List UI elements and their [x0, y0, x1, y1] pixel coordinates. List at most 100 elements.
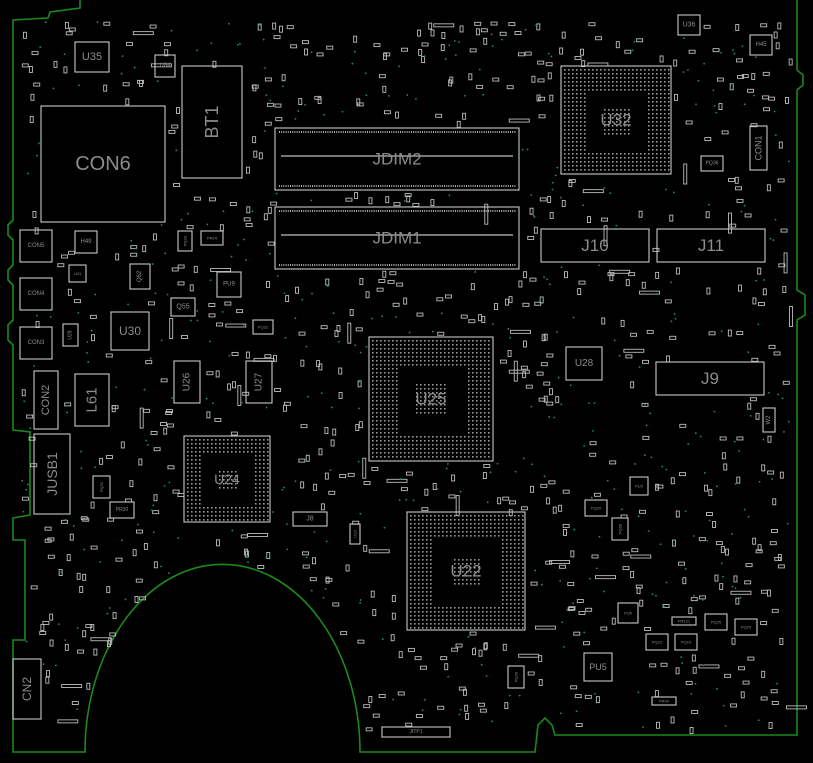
smd-pad — [270, 201, 278, 206]
smd-pad — [106, 586, 111, 594]
component-j11[interactable]: J11 — [656, 228, 766, 263]
component-u26[interactable]: U26 — [173, 360, 201, 404]
component-u35[interactable]: U35 — [74, 41, 110, 73]
component-w2[interactable]: W2 — [762, 407, 776, 433]
smd-pad — [266, 102, 274, 107]
smd-pad — [540, 362, 548, 367]
smd-pad — [508, 22, 516, 27]
smd-pad — [718, 103, 723, 110]
smd-pad — [562, 523, 570, 528]
smd-pad — [704, 137, 712, 142]
smd-pad — [752, 297, 757, 305]
component-pq29[interactable]: PQ29 — [584, 499, 608, 517]
smd-pad — [509, 500, 516, 505]
smd-pad — [356, 98, 361, 106]
component-u29[interactable]: U29 — [62, 323, 79, 347]
via — [151, 509, 153, 512]
via — [758, 480, 761, 483]
component-pu6[interactable]: PU6 — [617, 602, 639, 624]
component-jitp1[interactable]: JITP1 — [381, 726, 451, 738]
component-pq22[interactable]: PQ22 — [645, 633, 669, 651]
smd-pad — [274, 388, 282, 392]
component-jdim1[interactable]: JDIM1 — [274, 206, 520, 270]
component-pq36[interactable]: PQ36 — [700, 155, 724, 172]
via — [27, 172, 30, 175]
component-con5[interactable]: CON5 — [19, 229, 53, 263]
component-u32[interactable]: U32 — [560, 65, 672, 175]
component-u23[interactable]: U23 — [349, 523, 361, 545]
component-u31[interactable]: U31 — [68, 264, 87, 283]
component-label: PQ22 — [652, 640, 663, 645]
component-con1[interactable]: CON1 — [749, 125, 768, 171]
component-con6[interactable]: CON6 — [40, 105, 166, 223]
component-q55[interactable]: Q55 — [170, 297, 196, 317]
component-outline — [173, 360, 201, 404]
smd-pad — [129, 480, 134, 488]
component-pq33[interactable]: PQ33 — [177, 230, 193, 252]
via — [168, 572, 170, 574]
component-l61[interactable]: L61 — [74, 373, 110, 427]
smd-pad — [245, 223, 253, 227]
component-u27[interactable]: U27 — [245, 360, 273, 404]
component-cn2[interactable]: CN2 — [12, 658, 42, 720]
component-h49[interactable]: H49 — [74, 230, 98, 254]
component-pr30[interactable]: PR30 — [109, 501, 135, 519]
component-j9[interactable]: J9 — [655, 361, 765, 396]
component-u84[interactable]: U84 — [154, 54, 176, 78]
component-pq32[interactable]: PQ32 — [252, 319, 274, 335]
component-pq31[interactable]: PQ31 — [92, 475, 111, 499]
component-u36[interactable]: U36 — [677, 14, 701, 36]
component-pr24[interactable]: PR24 — [200, 230, 224, 246]
smd-pad — [230, 431, 238, 436]
smd-pad — [609, 269, 631, 274]
component-outline — [617, 602, 639, 624]
via — [251, 210, 254, 213]
component-jdim2[interactable]: JDIM2 — [274, 127, 520, 191]
component-pr90[interactable]: PR90 — [651, 696, 677, 706]
smd-pad — [135, 578, 143, 583]
component-jusb1[interactable]: JUSB1 — [33, 433, 71, 515]
component-pu9[interactable]: PU9 — [216, 271, 242, 298]
component-bt1[interactable]: BT1 — [181, 65, 243, 179]
smd-pad-field — [21, 21, 807, 734]
smd-pad — [149, 24, 157, 29]
component-j10[interactable]: J10 — [540, 228, 650, 263]
component-con3[interactable]: CON3 — [19, 326, 53, 360]
smd-pad — [593, 492, 601, 497]
component-pu5[interactable]: PU5 — [583, 652, 613, 682]
smd-pad — [99, 457, 104, 465]
smd-pad — [469, 631, 477, 636]
smd-pad — [580, 48, 584, 56]
component-u24[interactable]: U24 — [183, 435, 271, 523]
component-con2[interactable]: CON2 — [33, 370, 59, 430]
component-pq68[interactable]: PQ68 — [611, 517, 629, 541]
via — [763, 279, 766, 281]
component-h45[interactable]: H45 — [749, 34, 773, 56]
smd-pad — [47, 554, 55, 559]
smd-pad — [298, 458, 306, 463]
component-pr121[interactable]: PR121 — [671, 616, 697, 626]
via — [23, 400, 26, 403]
smd-pad — [524, 51, 532, 56]
via — [694, 682, 697, 685]
via — [486, 501, 489, 504]
component-label: U84 — [159, 63, 171, 69]
component-pu3[interactable]: PU3 — [629, 476, 649, 496]
component-u25[interactable]: U25 — [368, 336, 494, 462]
component-q62[interactable]: Q62 — [129, 263, 151, 290]
component-u30[interactable]: U30 — [110, 311, 150, 351]
component-pq23[interactable]: PQ23 — [674, 633, 698, 651]
component-con4[interactable]: CON4 — [19, 277, 53, 311]
smd-pad — [105, 353, 113, 358]
via — [64, 639, 67, 642]
via — [501, 38, 504, 41]
component-pq30[interactable]: PQ30 — [507, 665, 525, 689]
component-pq25[interactable]: PQ25 — [704, 613, 728, 631]
component-pq24[interactable]: PQ24 — [734, 618, 758, 636]
component-j8[interactable]: J8 — [292, 511, 328, 527]
smd-pad — [417, 29, 422, 37]
component-u28[interactable]: U28 — [565, 346, 603, 381]
component-u22[interactable]: U22 — [406, 511, 526, 631]
smd-pad — [777, 554, 782, 561]
